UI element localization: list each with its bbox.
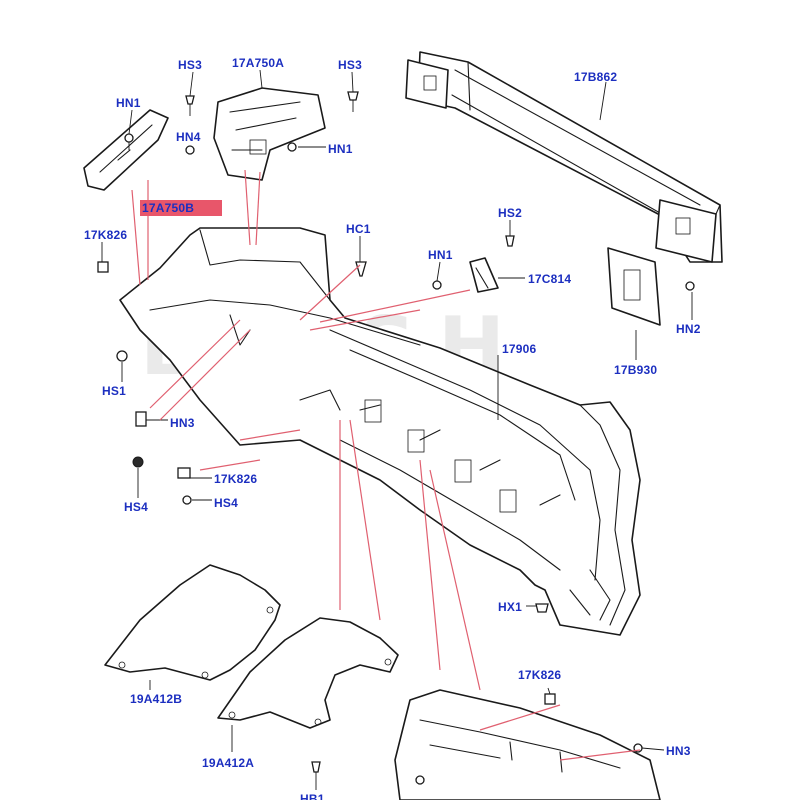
callout-17b930: 17B930 [614, 363, 658, 377]
bracket-17a750a [213, 87, 326, 181]
callout-hs3-left: HS3 [178, 58, 202, 72]
callout-hx1: HX1 [498, 600, 522, 614]
callout-17c814: 17C814 [528, 272, 572, 286]
callout-hn1-b: HN1 [328, 142, 353, 156]
callout-17k826-b: 17K826 [214, 472, 258, 486]
callout-19a412a: 19A412A [202, 756, 255, 770]
callout-17b862: 17B862 [574, 70, 618, 84]
callout-17a750b-highlighted: 17A750B [140, 200, 223, 216]
callout-hn1-c: HN1 [428, 248, 453, 262]
callout-hn2: HN2 [676, 322, 701, 336]
callout-hn3-a: HN3 [170, 416, 195, 430]
bracket-17a750b [83, 109, 169, 191]
callout-17a750a: 17A750A [232, 56, 285, 70]
callout-17k826-a: 17K826 [84, 228, 128, 242]
callout-hs4-a: HS4 [124, 500, 148, 514]
bumper-cover-17906 [119, 227, 641, 636]
callout-17k826-c: 17K826 [518, 668, 562, 682]
callout-hb1: HB1 [300, 792, 325, 800]
callout-hn3-b: HN3 [666, 744, 691, 758]
callout-hs2: HS2 [498, 206, 522, 220]
callout-hs3-right: HS3 [338, 58, 362, 72]
fasteners [97, 91, 695, 785]
callout-hs4-b: HS4 [214, 496, 238, 510]
leader-lines [101, 69, 693, 790]
splash-shield-19a412b [104, 564, 281, 681]
callout-hn4: HN4 [176, 130, 201, 144]
callout-hs1: HS1 [102, 384, 126, 398]
lower-diffuser [394, 689, 661, 800]
reinforcement-beam-17b862 [405, 51, 723, 263]
callout-19a412b: 19A412B [130, 692, 183, 706]
callout-17906: 17906 [502, 342, 537, 356]
splash-shield-19a412a [217, 617, 399, 729]
callout-hn1-a: HN1 [116, 96, 141, 110]
bracket-17b930 [607, 247, 661, 326]
bracket-17c814 [469, 257, 499, 293]
callout-hc1: HC1 [346, 222, 371, 236]
